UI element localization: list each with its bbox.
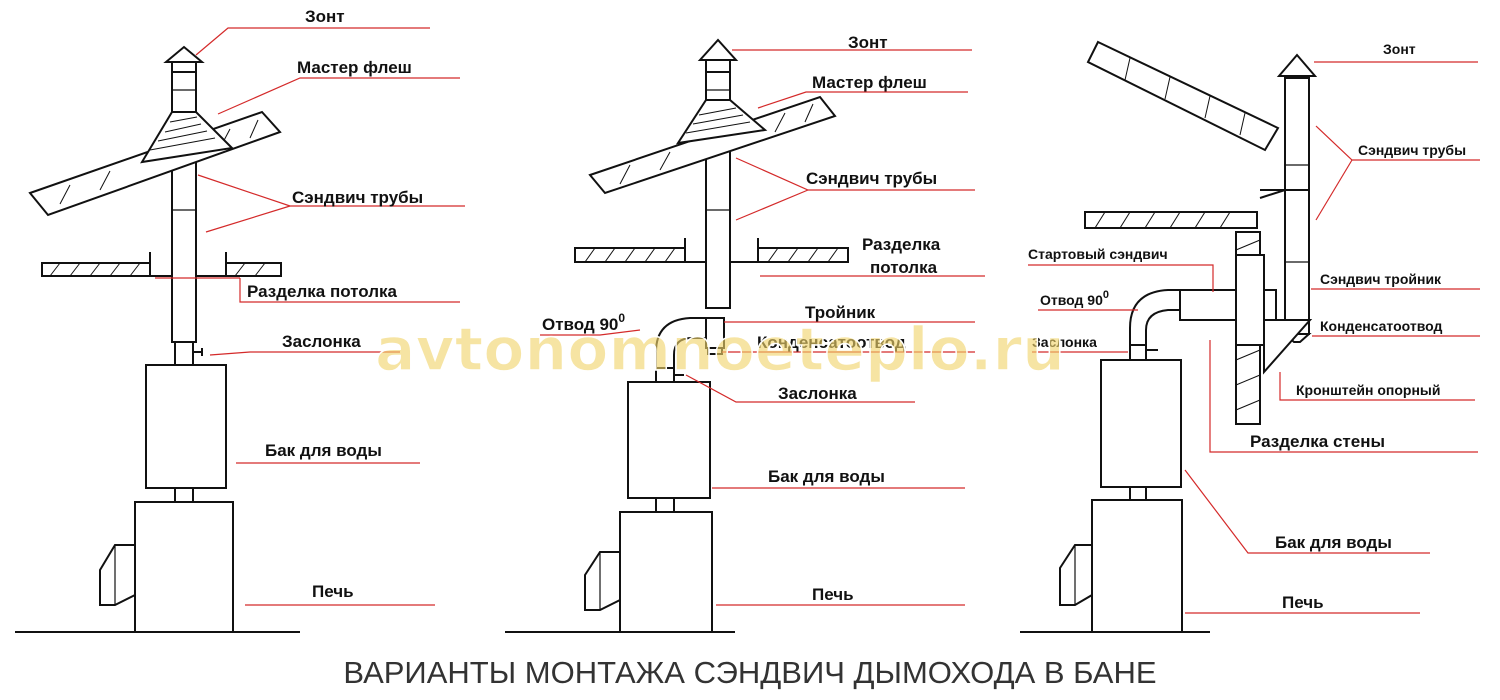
- watermark: avtonomnoeteplo.ru: [375, 315, 1065, 385]
- label-master-flash: Мастер флеш: [812, 73, 927, 92]
- umbrella-cap: [697, 38, 739, 61]
- water-tank: [1100, 359, 1182, 488]
- label-zaslonka: Заслонка: [1032, 334, 1097, 350]
- label-bak: Бак для воды: [768, 467, 885, 486]
- label-troinik: Сэндвич тройник: [1320, 271, 1442, 287]
- water-tank: [145, 364, 227, 489]
- label-zont: Зонт: [848, 33, 888, 52]
- wall-penetration: [1235, 254, 1265, 346]
- label-bak: Бак для воды: [1275, 533, 1392, 552]
- condensate-drain: [707, 347, 723, 355]
- damper-pipe: [174, 341, 194, 366]
- tank-connector: [655, 497, 675, 513]
- damper-pipe: [1129, 344, 1147, 361]
- umbrella-cap: [1276, 53, 1318, 77]
- elbow-90: [655, 317, 706, 368]
- diagram-2: Зонт Мастер флеш Сэндвич трубы Разделка …: [505, 33, 985, 633]
- label-master-flash: Мастер флеш: [297, 58, 412, 77]
- label-pech: Печь: [312, 582, 354, 601]
- label-pech: Печь: [1282, 593, 1324, 612]
- label-pech: Печь: [812, 585, 854, 604]
- label-razdelka-2: потолка: [870, 258, 938, 277]
- label-troinik: Тройник: [805, 303, 876, 322]
- stove-firebox-door: [1059, 544, 1093, 606]
- label-razdelka: Разделка стены: [1250, 432, 1385, 451]
- umbrella-cap: [163, 45, 205, 63]
- master-flash: [675, 99, 768, 145]
- label-razdelka-1: Разделка: [862, 235, 941, 254]
- water-tank: [627, 381, 711, 499]
- label-bak: Бак для воды: [265, 441, 382, 460]
- label-sandwich: Сэндвич трубы: [806, 169, 937, 188]
- stove: [619, 511, 713, 633]
- elbow-90: [1129, 289, 1180, 345]
- label-zont: Зонт: [1383, 41, 1416, 57]
- label-kondensat: Конденсатоотвод: [757, 333, 906, 352]
- label-kronshtein: Кронштейн опорный: [1296, 382, 1441, 398]
- tank-connector: [174, 487, 194, 503]
- label-zaslonka: Заслонка: [778, 384, 857, 403]
- sandwich-pipe: [1284, 77, 1310, 321]
- leader-zont-1: [195, 27, 430, 56]
- stove: [1091, 499, 1183, 633]
- label-razdelka: Разделка потолка: [247, 282, 398, 301]
- label-kondensat: Конденсатоотвод: [1320, 318, 1442, 334]
- label-sandwich: Сэндвич трубы: [292, 188, 423, 207]
- ceiling-right: [225, 262, 282, 277]
- label-zont: Зонт: [305, 7, 345, 26]
- ceiling-right: [757, 247, 849, 263]
- diagram-3: Зонт Сэндвич трубы Стартовый сэндвич Отв…: [1020, 40, 1480, 633]
- diagram-1: Зонт Мастер флеш Сэндвич трубы Разделка …: [15, 7, 465, 633]
- page-title: ВАРИАНТЫ МОНТАЖА СЭНДВИЧ ДЫМОХОДА В БАНЕ: [343, 655, 1156, 690]
- roof: [1086, 40, 1280, 152]
- stove-firebox-door: [584, 551, 621, 611]
- label-otvod: Отвод 900: [542, 311, 625, 334]
- roof: [28, 110, 282, 217]
- master-flash: [140, 111, 235, 164]
- label-zaslonka: Заслонка: [282, 332, 361, 351]
- tank-connector: [1129, 486, 1147, 501]
- stove: [134, 501, 234, 633]
- stove-firebox-door: [99, 544, 136, 606]
- support-bracket: [1263, 319, 1313, 375]
- label-sandwich: Сэндвич трубы: [1358, 142, 1466, 158]
- label-otvod: Отвод 900: [1040, 289, 1109, 308]
- label-start: Стартовый сэндвич: [1028, 246, 1168, 262]
